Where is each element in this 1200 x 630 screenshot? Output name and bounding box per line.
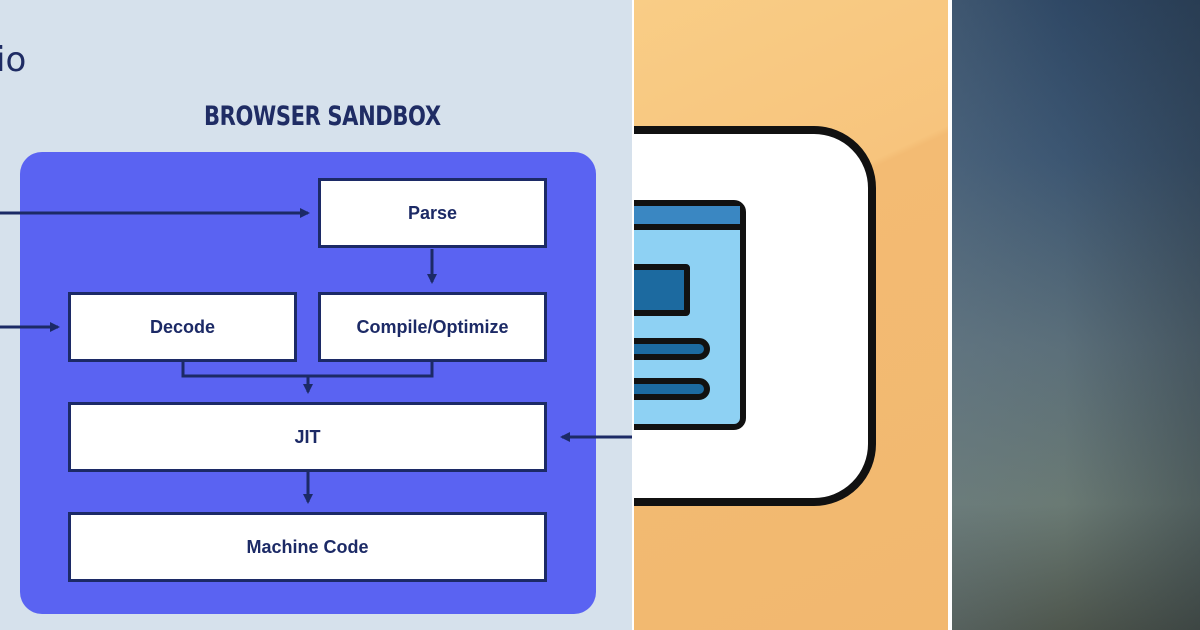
photo-panel bbox=[952, 0, 1200, 630]
illustration-panel bbox=[634, 0, 948, 630]
node-parse: Parse bbox=[318, 178, 547, 248]
sandbox-title: BROWSER SANDBOX bbox=[204, 101, 441, 132]
node-decode: Decode bbox=[68, 292, 297, 362]
cropped-title-fragment: io bbox=[0, 40, 27, 80]
node-machine-code-label: Machine Code bbox=[246, 536, 369, 557]
diagram-arrows bbox=[0, 208, 632, 504]
window-block-icon bbox=[634, 264, 690, 316]
node-jit-label: JIT bbox=[294, 426, 321, 447]
node-parse-label: Parse bbox=[407, 202, 458, 223]
node-jit: JIT bbox=[68, 402, 547, 472]
diagram-panel: io BROWSER SANDBOX Parse Decode Compile/… bbox=[0, 0, 632, 630]
window-title-bar bbox=[634, 206, 740, 230]
node-compile-optimize-label: Compile/Optimize bbox=[356, 316, 509, 337]
browser-window-icon bbox=[634, 200, 746, 430]
node-machine-code: Machine Code bbox=[68, 512, 547, 582]
node-decode-label: Decode bbox=[149, 316, 216, 337]
window-text-line bbox=[634, 378, 710, 400]
window-text-line bbox=[634, 338, 710, 360]
node-compile-optimize: Compile/Optimize bbox=[318, 292, 547, 362]
connector-decode-compile-merge bbox=[181, 362, 434, 378]
